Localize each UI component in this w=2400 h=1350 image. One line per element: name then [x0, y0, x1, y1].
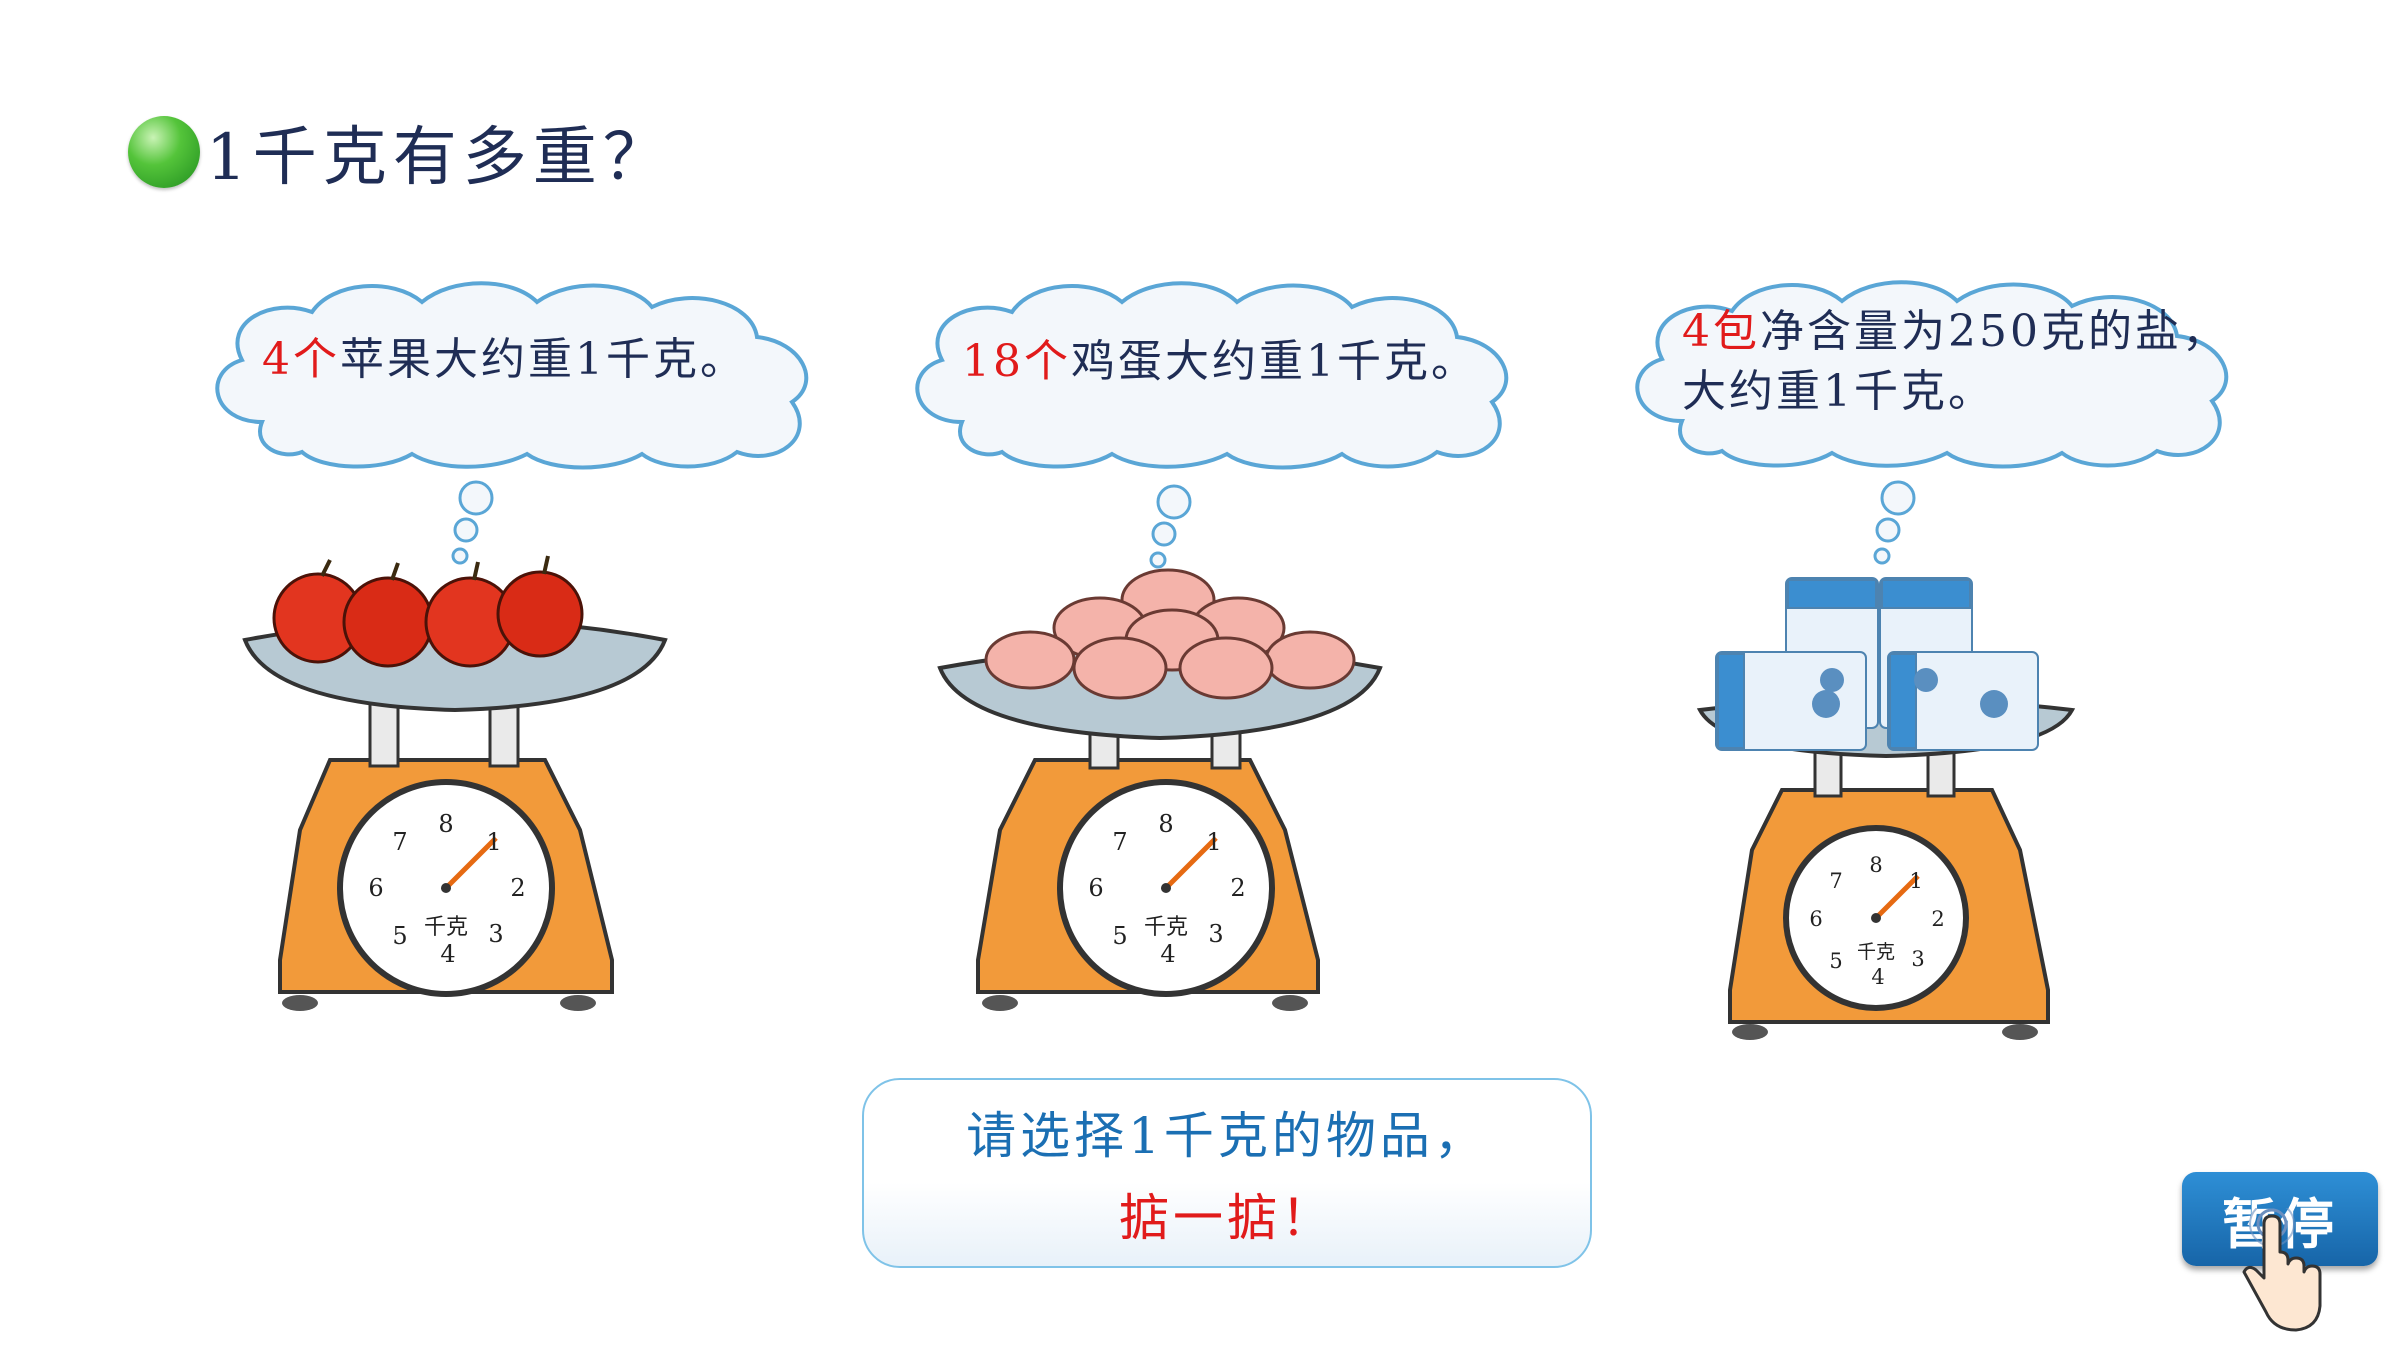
bubble-apples-label: 苹果大约重1千克。	[340, 334, 747, 385]
thought-bubble-apples	[215, 281, 809, 565]
bubble-eggs-text: 18个鸡蛋大约重1千克。	[962, 332, 1478, 392]
thought-bubble-eggs	[915, 281, 1509, 569]
hand-pointer-icon	[2242, 1208, 2322, 1332]
dial-number: 8	[438, 810, 453, 838]
bubble-salt-label-2: 大约重1千克。	[1682, 366, 1995, 417]
dial-number: 1	[486, 828, 501, 856]
dial-number: 2	[1931, 907, 1944, 931]
page-title: 1千克有多重？	[128, 112, 673, 195]
dial-number: 8	[1158, 810, 1173, 838]
dial-number: 2	[1230, 874, 1245, 902]
bubble-eggs-count: 18个	[962, 336, 1071, 387]
dial-number: 4	[1160, 940, 1175, 968]
dial-number: 3	[1911, 947, 1924, 971]
dial-unit: 千克	[1857, 941, 1895, 963]
dial-number: 2	[510, 874, 525, 902]
dial-number: 4	[440, 940, 455, 968]
dial-number: 1	[1206, 828, 1221, 856]
instruction-line-2: 掂一掂！	[1119, 1189, 1335, 1247]
dial-number: 5	[1112, 922, 1127, 950]
dial-number: 5	[1829, 949, 1842, 973]
scale-with-salt	[1696, 577, 2076, 1040]
instruction-line-1: 请选择1千克的物品，	[966, 1107, 1488, 1165]
bubble-salt-text: 4包净含量为250克的盐， 大约重1千克。	[1682, 302, 2229, 422]
dial-unit: 千克	[1144, 915, 1188, 940]
dial-number: 5	[392, 922, 407, 950]
dial-number: 3	[488, 920, 503, 948]
bubble-salt-count: 4包	[1682, 306, 1760, 357]
dial-number: 1	[1909, 869, 1922, 893]
green-dot-icon	[128, 116, 200, 188]
dial-numbers-3: 8 1 2 3 4 5 6 7 千克	[1809, 853, 1944, 989]
dial-number: 7	[1829, 869, 1842, 893]
dial-numbers-2: 8 1 2 3 4 5 6 7 千克	[1088, 810, 1245, 968]
dial-numbers-1: 8 1 2 3 4 5 6 7 千克	[368, 810, 525, 968]
dial-number: 4	[1871, 965, 1884, 989]
bubble-apples-count: 4个	[262, 334, 340, 385]
dial-number: 7	[392, 828, 407, 856]
dial-number: 8	[1869, 853, 1882, 877]
thought-bubble-salt	[1637, 282, 2226, 565]
dial-unit: 千克	[424, 915, 468, 940]
dial-number: 6	[1088, 874, 1103, 902]
dial-number: 6	[1809, 907, 1822, 931]
scale-with-eggs	[937, 568, 1383, 1011]
instruction-box: 请选择1千克的物品， 掂一掂！	[862, 1078, 1592, 1268]
bubble-eggs-label: 鸡蛋大约重1千克。	[1071, 336, 1478, 387]
bubble-apples-text: 4个苹果大约重1千克。	[262, 330, 747, 390]
scale-with-apples	[242, 555, 668, 1011]
dial-number: 7	[1112, 828, 1127, 856]
title-text: 1千克有多重？	[206, 121, 673, 195]
bubble-salt-label-1: 净含量为250克的盐，	[1760, 306, 2229, 357]
dial-number: 6	[368, 874, 383, 902]
dial-number: 3	[1208, 920, 1223, 948]
